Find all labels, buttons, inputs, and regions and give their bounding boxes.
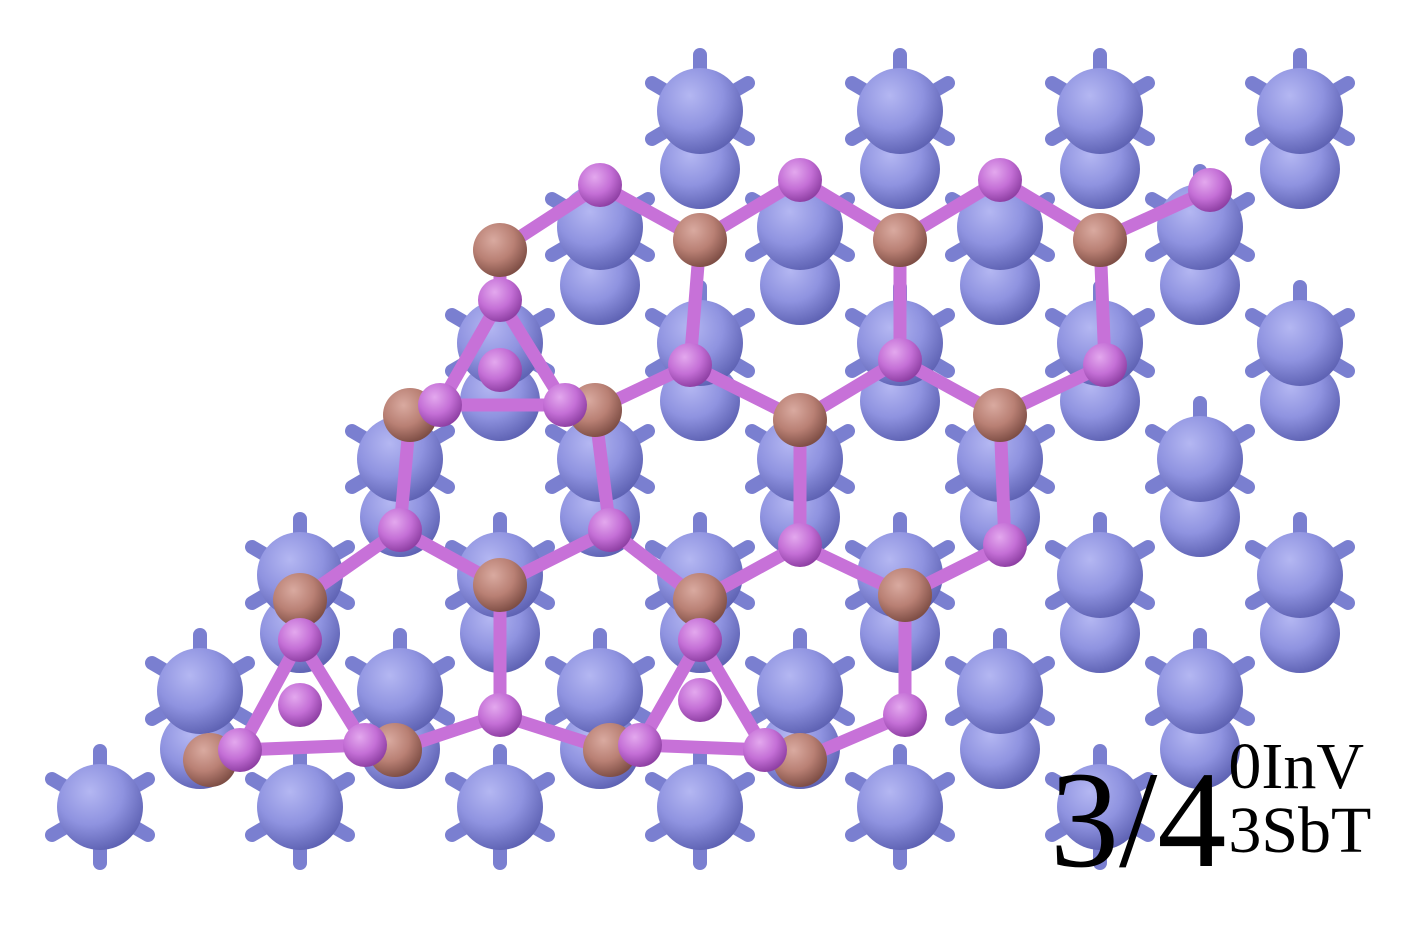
substrate-atom	[1257, 532, 1343, 618]
tan-atom	[973, 388, 1027, 442]
substrate-atom	[1057, 68, 1143, 154]
pink-atom	[588, 508, 632, 552]
pink-atom	[778, 523, 822, 567]
substrate-atom	[157, 648, 243, 734]
pink-atom	[983, 523, 1027, 567]
coverage-fraction: 3/4	[1050, 743, 1227, 896]
pink-atom	[343, 723, 387, 767]
pink-atom	[668, 343, 712, 387]
substrate-atoms	[57, 68, 1343, 850]
pink-atom	[678, 678, 722, 722]
pink-atom	[743, 728, 787, 772]
pink-atom	[978, 158, 1022, 202]
substrate-atom	[1157, 416, 1243, 502]
pink-atom	[1188, 168, 1232, 212]
substrate-atom	[257, 764, 343, 850]
substrate-atom	[457, 764, 543, 850]
pink-atom	[1083, 343, 1127, 387]
substrate-atom	[957, 184, 1043, 270]
tan-atom	[673, 213, 727, 267]
substrate-atom	[957, 648, 1043, 734]
pink-atom	[778, 158, 822, 202]
substrate-atom	[1057, 764, 1143, 850]
tan-atom	[473, 223, 527, 277]
pink-atom	[618, 723, 662, 767]
tan-atom	[873, 213, 927, 267]
label-superscript: 0InV	[1228, 730, 1364, 803]
tan-atom	[273, 573, 327, 627]
substrate-atom	[757, 184, 843, 270]
pink-atom	[278, 618, 322, 662]
pink-atom	[218, 728, 262, 772]
pink-atom	[578, 163, 622, 207]
substrate-atom	[1257, 300, 1343, 386]
pink-atom	[883, 693, 927, 737]
tan-atom	[878, 568, 932, 622]
substrate-atom	[457, 300, 543, 386]
substrate-atom	[557, 648, 643, 734]
substrate-atom	[757, 648, 843, 734]
substrate-atom	[857, 68, 943, 154]
adsorbate-atoms	[183, 158, 1232, 787]
substrate-atom	[357, 648, 443, 734]
pink-atom	[418, 383, 462, 427]
substrate-atom	[1257, 68, 1343, 154]
pink-atom	[478, 693, 522, 737]
substrate-atom	[1157, 648, 1243, 734]
tan-atom	[473, 558, 527, 612]
pink-atom	[278, 683, 322, 727]
pink-atom	[478, 348, 522, 392]
label-subscript: 3SbT	[1228, 794, 1372, 867]
pink-atom	[378, 508, 422, 552]
pink-atom	[878, 338, 922, 382]
substrate-atom	[657, 764, 743, 850]
substrate-atom	[57, 764, 143, 850]
tan-atom	[773, 393, 827, 447]
pink-atom	[543, 383, 587, 427]
tan-atom	[1073, 213, 1127, 267]
substrate-atom	[657, 68, 743, 154]
pink-atom	[478, 278, 522, 322]
substrate-atom	[1057, 532, 1143, 618]
substrate-atom	[857, 764, 943, 850]
tan-atom	[673, 573, 727, 627]
pink-atom	[678, 618, 722, 662]
